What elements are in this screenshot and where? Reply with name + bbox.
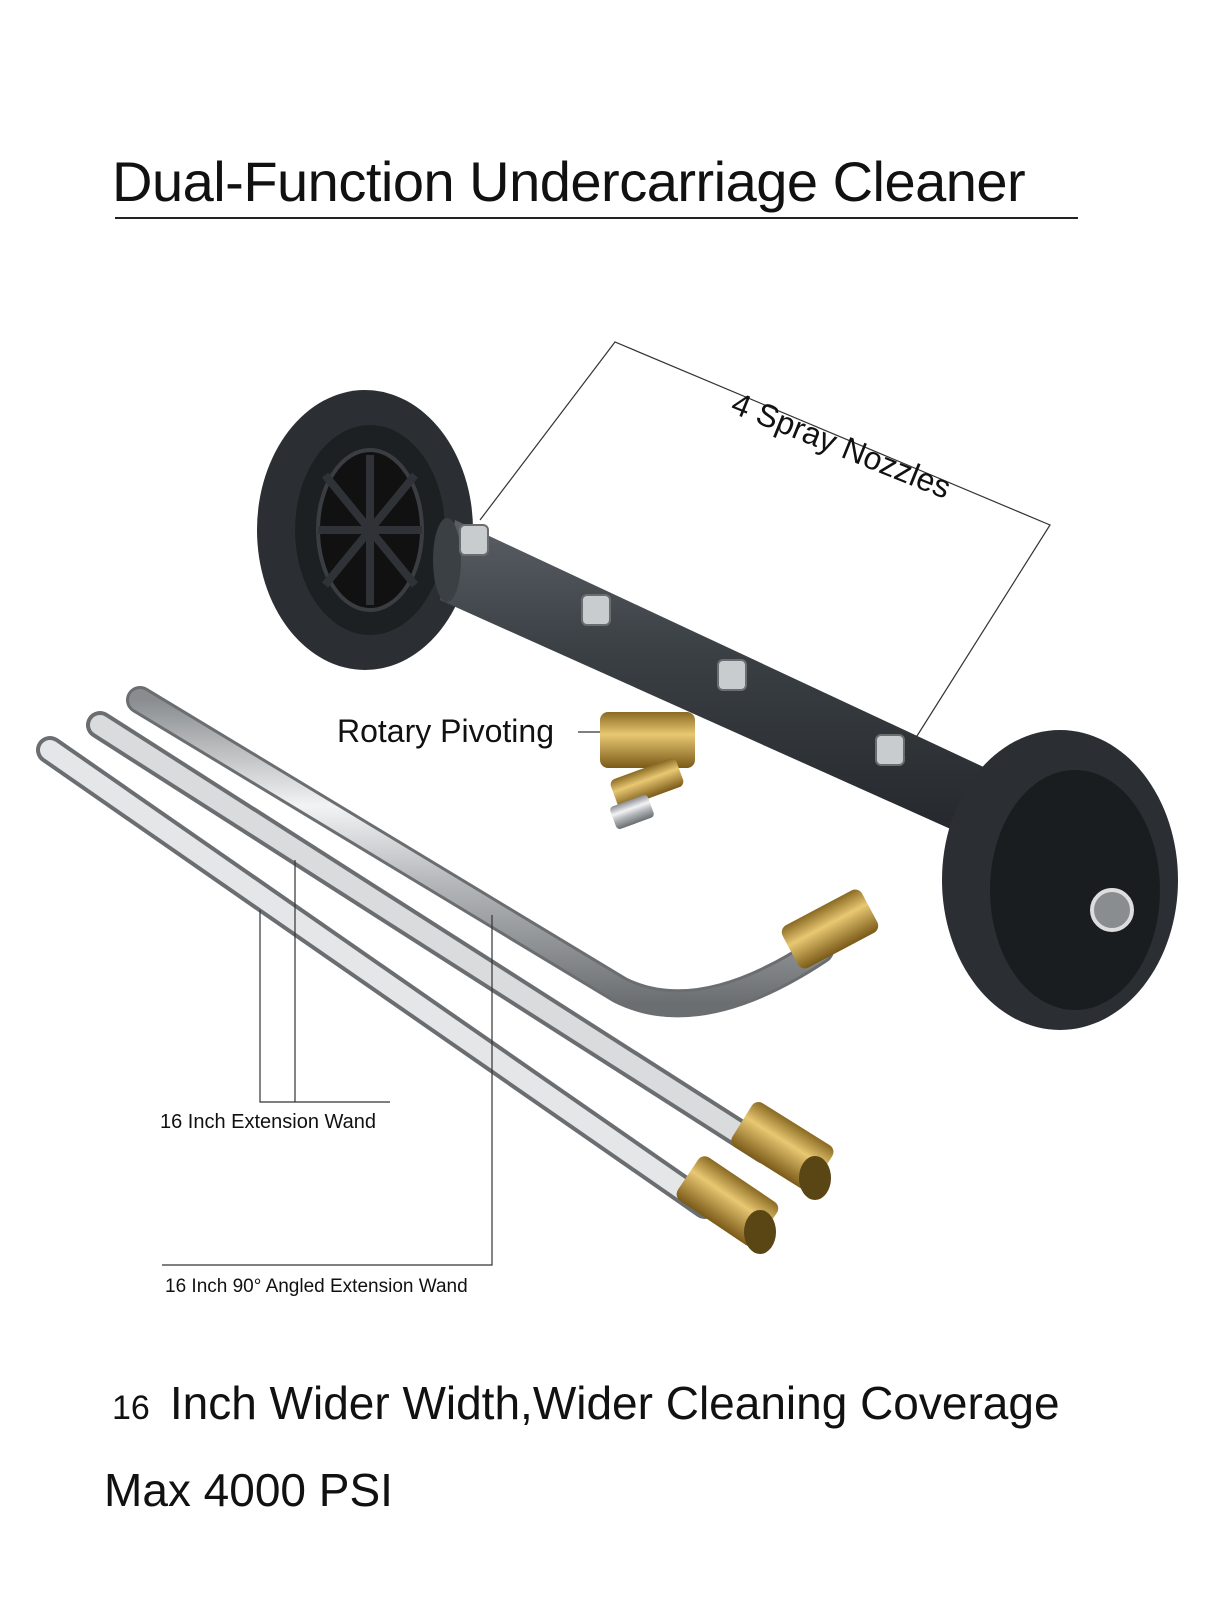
rotary-pivoting-label: Rotary Pivoting (337, 713, 554, 749)
width-number: 16 (112, 1389, 150, 1427)
spray-nozzles (459, 524, 905, 766)
page-title: Dual-Function Undercarriage Cleaner (112, 150, 1026, 213)
left-wheel (257, 390, 473, 670)
rotary-pivot (600, 712, 695, 829)
title-underline (115, 217, 1078, 219)
extension-wand-label: 16 Inch Extension Wand (160, 1111, 377, 1133)
width-text: Inch Wider Width,Wider Cleaning Coverage (169, 1377, 1060, 1429)
spray-bar (433, 518, 990, 840)
angled-wand-label: 16 Inch 90° Angled Extension Wand (165, 1276, 468, 1297)
extension-wands (36, 686, 834, 1219)
callout-lines (162, 341, 1051, 1266)
brass-couplers (676, 889, 879, 1254)
right-wheel (942, 730, 1178, 1030)
width-feature-line: 16 Inch Wider Width,Wider Cleaning Covera… (112, 1376, 1060, 1430)
max-psi-line: Max 4000 PSI (104, 1464, 393, 1516)
